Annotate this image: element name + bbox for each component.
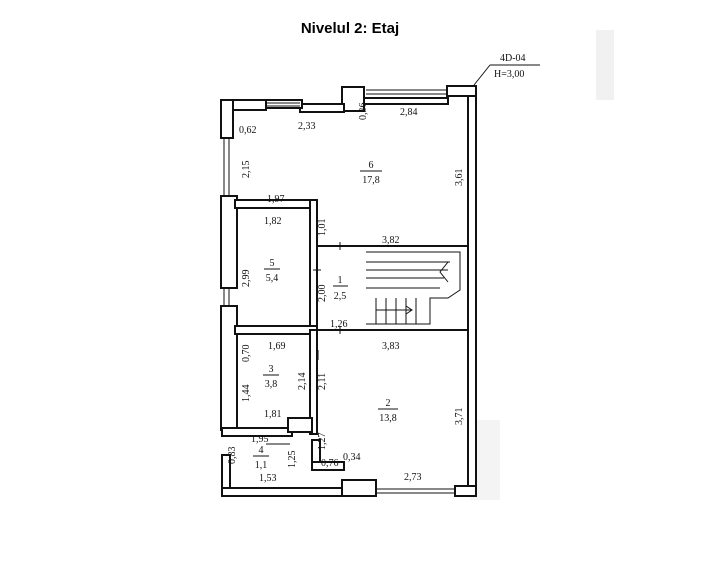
dim-label: 0,83 [227, 447, 238, 465]
dim-label: 0,34 [343, 452, 361, 463]
room-5-number: 5 [270, 258, 275, 269]
dim-label: 3,61 [454, 169, 465, 187]
room-2-area: 13,8 [379, 413, 397, 424]
interior-walls [234, 199, 468, 471]
dim-label: 1,01 [317, 219, 328, 237]
dim-label: 1,26 [330, 319, 348, 330]
dim-label: 0,70 [241, 345, 252, 363]
dim-label: 2,15 [241, 161, 252, 179]
dim-label: 3,71 [454, 408, 465, 426]
dim-label: 2,99 [241, 270, 252, 288]
room-6-number: 6 [369, 160, 374, 171]
dim-label: 1,97 [267, 194, 285, 205]
dim-label: 3,82 [382, 235, 400, 246]
dimension-labels: 0,62 2,33 0,36 2,84 2,15 3,61 1,97 1,82 … [227, 103, 465, 485]
door-marks [266, 242, 341, 445]
dim-label: 0,76 [321, 458, 339, 469]
scan-artifact [596, 30, 614, 100]
dim-label: 2,73 [404, 472, 422, 483]
room-1-area: 2,5 [334, 291, 347, 302]
dim-label: 3,83 [382, 341, 400, 352]
room-labels: 6 17,8 5 5,4 1 2,5 3 3,8 2 13,8 4 1,1 [253, 160, 398, 471]
dim-label: 1,25 [287, 451, 298, 469]
dim-label: 1,53 [259, 473, 277, 484]
dim-label: 1,82 [264, 216, 282, 227]
dim-label: 2,11 [317, 373, 328, 390]
room-1-number: 1 [338, 275, 343, 286]
room-3-area: 3,8 [265, 379, 278, 390]
dim-label: 1,44 [241, 385, 252, 403]
room-4-area: 1,1 [255, 460, 268, 471]
room-3-number: 3 [269, 364, 274, 375]
room-4-number: 4 [259, 445, 264, 456]
dim-label: 1,27 [317, 433, 328, 451]
sheet-height: H=3,00 [494, 69, 524, 80]
sheet-tag: 4D-04 H=3,00 [473, 53, 540, 86]
room-6-area: 17,8 [362, 175, 380, 186]
windows [223, 89, 455, 494]
dim-label: 2,84 [400, 107, 418, 118]
dim-label: 1,95 [251, 434, 269, 445]
dim-label: 2,14 [297, 373, 308, 391]
staircase [366, 251, 461, 325]
dim-label: 1,81 [264, 409, 282, 420]
dim-label: 0,36 [358, 103, 369, 121]
page-title: Nivelul 2: Etaj [300, 20, 400, 37]
sheet-code: 4D-04 [500, 53, 526, 64]
room-5-area: 5,4 [266, 273, 279, 284]
dim-label: 0,62 [239, 125, 257, 136]
dim-label: 2,33 [298, 121, 316, 132]
dim-label: 2,00 [317, 285, 328, 303]
room-2-number: 2 [386, 398, 391, 409]
dim-label: 1,69 [268, 341, 286, 352]
